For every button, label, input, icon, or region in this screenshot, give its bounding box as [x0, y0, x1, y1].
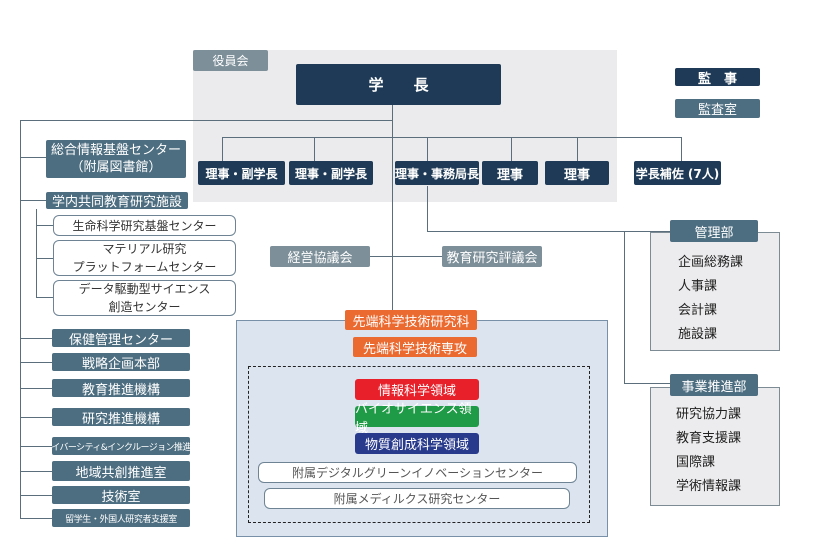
international-support-box[interactable]: 留学生・外国人研究者支援室 — [52, 509, 190, 527]
exec-drop-2 — [314, 137, 315, 161]
admin-connector-h — [427, 231, 670, 232]
admin-connector-v — [427, 186, 428, 232]
medilux-center[interactable]: 附属メディルクス研究センター — [264, 488, 570, 509]
exec-vice-president-2[interactable]: 理事・副学長 — [289, 161, 373, 185]
data-science-center[interactable]: データ駆動型サイエンス 創造センター — [53, 280, 236, 316]
projects-connector-h — [624, 383, 670, 384]
exec-bus-line — [222, 137, 682, 138]
exec-vice-president-1[interactable]: 理事・副学長 — [198, 161, 285, 185]
exec-drop-3 — [427, 137, 428, 161]
joint-sub-bus — [36, 209, 37, 297]
admin-section-list: 企画総務課 人事課 会計課 施設課 — [678, 251, 743, 347]
left-tick-6 — [20, 417, 52, 418]
left-tick-7 — [20, 446, 52, 447]
joint-facility-box[interactable]: 学内共同教育研究施設 — [46, 192, 188, 209]
regional-office-box[interactable]: 地域共創推進室 — [52, 461, 190, 481]
projects-section-list: 研究協力課 教育支援課 国際課 学術情報課 — [676, 403, 741, 499]
exec-secretary-general[interactable]: 理事・事務局長 — [395, 161, 479, 185]
main-trunk-line — [392, 105, 393, 320]
diversity-office-box[interactable]: ダイバーシティ&インクルージョン推進室 — [52, 437, 190, 455]
life-science-center[interactable]: 生命科学研究基盤センター — [53, 215, 236, 236]
projects-connector-v — [624, 231, 625, 383]
graduate-major-box[interactable]: 先端科学技術専攻 — [353, 337, 477, 357]
materials-platform-center[interactable]: マテリアル研究 プラットフォームセンター — [53, 240, 236, 276]
management-council-box[interactable]: 経営協議会 — [270, 246, 370, 267]
bioscience-domain[interactable]: バイオサイエンス領域 — [355, 402, 479, 436]
president-box[interactable]: 学 長 — [296, 64, 501, 105]
education-org-box[interactable]: 教育推進機構 — [52, 379, 190, 398]
projects-title[interactable]: 事業推進部 — [670, 374, 758, 396]
admin-section-1[interactable]: 企画総務課 — [678, 255, 744, 270]
domains-dashed-frame — [248, 366, 590, 523]
left-tick-3 — [20, 338, 52, 339]
left-bus-top — [20, 120, 393, 121]
left-tick-5 — [20, 388, 52, 389]
info-science-domain[interactable]: 情報科学領域 — [355, 379, 479, 400]
left-tick-10 — [20, 518, 52, 519]
health-center-box[interactable]: 保健管理センター — [52, 329, 190, 348]
exec-director-1[interactable]: 理事 — [482, 161, 538, 185]
digital-green-center[interactable]: 附属デジタルグリーンイノベーションセンター — [258, 462, 577, 483]
exec-presidential-advisors[interactable]: 学長補佐 (7人) — [634, 161, 721, 185]
councils-line — [370, 256, 442, 257]
left-tick-9 — [20, 495, 52, 496]
admin-panel — [650, 232, 780, 351]
graduate-school-box[interactable]: 先端科学技術研究科 — [345, 310, 477, 330]
strategy-office-box[interactable]: 戦略企画本部 — [52, 353, 190, 372]
left-tick-1 — [20, 157, 46, 158]
projects-panel — [650, 387, 780, 506]
education-research-council-box[interactable]: 教育研究評議会 — [442, 246, 542, 267]
exec-director-2[interactable]: 理事 — [545, 161, 609, 185]
admin-section-4[interactable]: 施設課 — [678, 327, 718, 342]
left-tick-2 — [20, 200, 46, 201]
projects-section-4[interactable]: 学術情報課 — [676, 479, 742, 494]
technical-office-box[interactable]: 技術室 — [52, 486, 190, 505]
audit-office-box[interactable]: 監査室 — [675, 99, 760, 118]
left-bus-vertical — [20, 120, 21, 519]
auditor-box[interactable]: 監 事 — [675, 68, 760, 87]
exec-drop-6 — [681, 137, 682, 161]
joint-sub-tick-1 — [36, 225, 53, 226]
left-tick-8 — [20, 471, 52, 472]
research-org-box[interactable]: 研究推進機構 — [52, 408, 190, 427]
projects-section-3[interactable]: 国際課 — [676, 455, 716, 470]
admin-title[interactable]: 管理部 — [670, 220, 758, 242]
admin-section-2[interactable]: 人事課 — [678, 279, 718, 294]
admin-section-3[interactable]: 会計課 — [678, 303, 718, 318]
left-tick-4 — [20, 362, 52, 363]
joint-sub-tick-2 — [36, 258, 53, 259]
exec-drop-5 — [577, 137, 578, 161]
projects-section-1[interactable]: 研究協力課 — [676, 407, 742, 422]
projects-section-2[interactable]: 教育支援課 — [676, 431, 742, 446]
materials-science-domain[interactable]: 物質創成科学領域 — [355, 433, 479, 454]
joint-sub-tick-3 — [36, 297, 53, 298]
exec-drop-4 — [511, 137, 512, 161]
board-label: 役員会 — [193, 50, 268, 71]
exec-drop-1 — [222, 137, 223, 161]
info-center-box[interactable]: 総合情報基盤センター （附属図書館） — [46, 140, 186, 178]
